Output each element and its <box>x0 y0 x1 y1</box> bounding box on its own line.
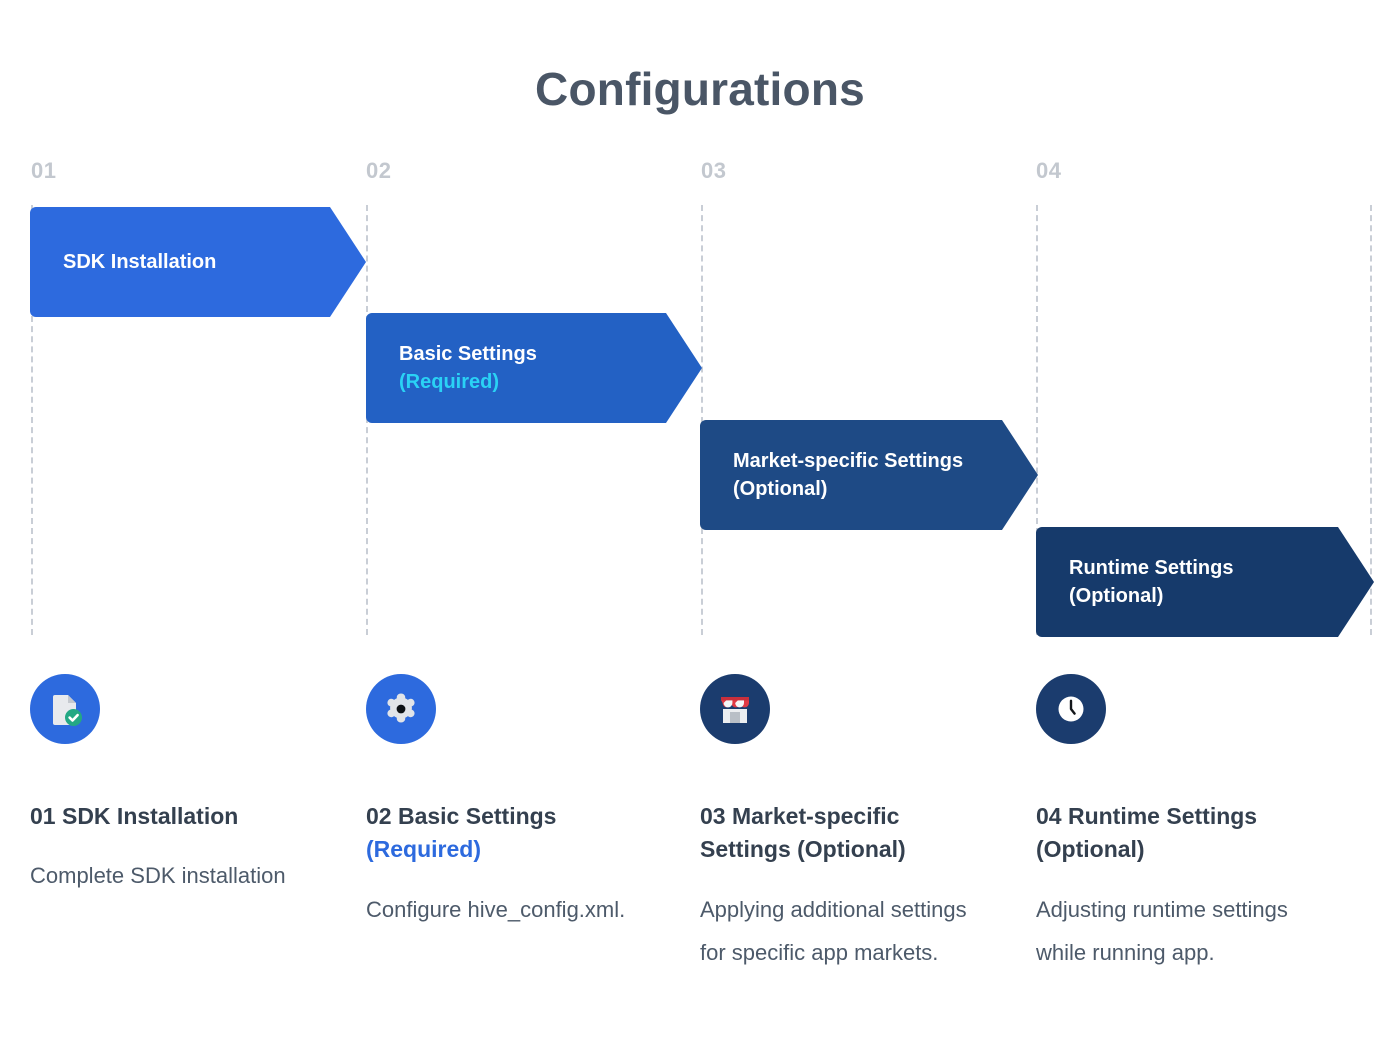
column-heading-02: 02 Basic Settings (Required) <box>366 800 666 867</box>
step-column-04: 04 Runtime Settings (Optional) Adjusting… <box>1036 674 1336 974</box>
column-heading-main-01: 01 SDK Installation <box>30 803 239 829</box>
arrow-step-04[interactable]: Runtime Settings (Optional) <box>1036 527 1374 637</box>
step-number-02: 02 <box>366 158 392 183</box>
step-column-02: 02 Basic Settings (Required) Configure h… <box>366 674 666 932</box>
arrow-label-03: Market-specific Settings (Optional) <box>700 447 1007 504</box>
step-number-01: 01 <box>31 158 57 183</box>
arrow-subtitle-02: (Required) <box>399 371 499 393</box>
clock-icon <box>1036 674 1106 744</box>
arrow-label-04: Runtime Settings (Optional) <box>1036 554 1277 611</box>
page-title: Configurations <box>535 63 865 115</box>
step-number-04: 04 <box>1036 158 1062 183</box>
arrow-title-02: Basic Settings <box>399 342 537 365</box>
guide-line-05 <box>1370 205 1372 635</box>
arrow-label-01: SDK Installation <box>30 248 260 276</box>
arrow-step-02[interactable]: Basic Settings (Required) <box>366 313 702 423</box>
column-body-03: Applying additional settings for specifi… <box>700 896 967 965</box>
arrow-title-04: Runtime Settings <box>1069 556 1234 579</box>
arrow-step-03[interactable]: Market-specific Settings (Optional) <box>700 420 1038 530</box>
arrow-title-01: SDK Installation <box>63 250 217 273</box>
column-heading-main-02: 02 Basic Settings <box>366 803 557 829</box>
arrow-label-02: Basic Settings (Required) <box>366 340 581 397</box>
step-column-03: 03 Market-specific Settings (Optional) A… <box>700 674 1000 974</box>
column-body-04: Adjusting runtime settings while running… <box>1036 896 1288 965</box>
column-body-01: Complete SDK installation <box>30 863 286 889</box>
column-heading-sub-03: Settings (Optional) <box>700 836 906 863</box>
gear-icon <box>366 674 436 744</box>
column-heading-main-03: 03 Market-specific <box>700 803 900 829</box>
column-heading-01: 01 SDK Installation <box>30 800 330 833</box>
column-heading-sub-02: (Required) <box>366 836 481 863</box>
column-heading-sub-04: (Optional) <box>1036 836 1145 863</box>
column-heading-main-04: 04 Runtime Settings <box>1036 803 1258 829</box>
column-body-02: Configure hive_config.xml. <box>366 896 626 922</box>
arrow-subtitle-03: (Optional) <box>733 478 828 500</box>
storefront-icon <box>700 674 770 744</box>
step-number-03: 03 <box>701 158 727 183</box>
column-heading-03: 03 Market-specific Settings (Optional) <box>700 800 1000 867</box>
arrow-step-01[interactable]: SDK Installation <box>30 207 366 317</box>
arrow-subtitle-04: (Optional) <box>1069 585 1164 607</box>
document-check-icon <box>30 674 100 744</box>
arrow-title-03: Market-specific Settings <box>733 449 964 472</box>
step-column-01: 01 SDK Installation Complete SDK install… <box>30 674 330 898</box>
column-heading-04: 04 Runtime Settings (Optional) <box>1036 800 1336 867</box>
